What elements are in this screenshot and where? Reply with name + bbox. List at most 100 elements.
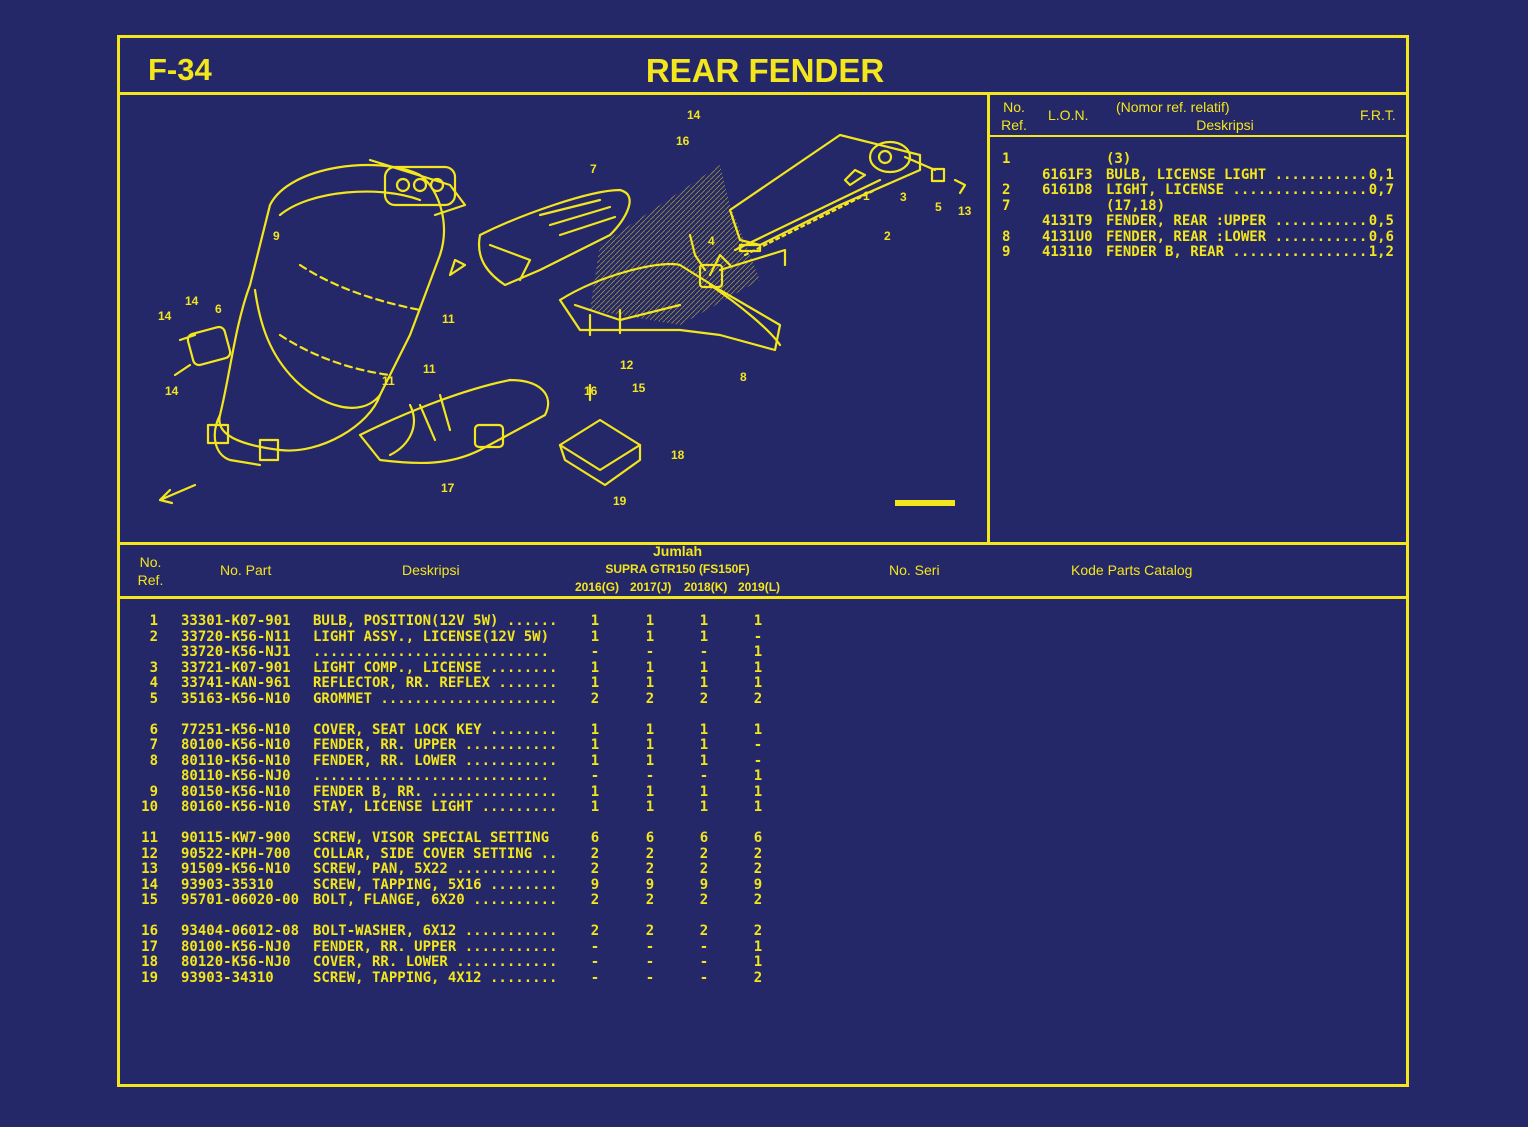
rt-desc: FENDER, REAR :UPPER ............ bbox=[1106, 214, 1366, 229]
row-qty: - bbox=[645, 645, 655, 660]
row-part-number: 80100-K56-N10 bbox=[181, 738, 291, 753]
rt-lon: 4131U0 bbox=[1042, 229, 1093, 245]
row-qty: 6 bbox=[590, 831, 600, 846]
row-qty: 2 bbox=[645, 893, 655, 908]
callout: 14 bbox=[687, 108, 701, 122]
row-qty: 1 bbox=[753, 800, 763, 815]
callout: 19 bbox=[613, 494, 627, 508]
mt-header-desk: Deskripsi bbox=[402, 562, 460, 578]
page-title: REAR FENDER bbox=[645, 52, 885, 89]
row-part-number: 80120-K56-NJ0 bbox=[181, 955, 291, 970]
row-qty: 1 bbox=[590, 660, 600, 676]
row-description: COVER, RR. LOWER ............ bbox=[313, 955, 558, 970]
row-part-number: 91509-K56-N10 bbox=[181, 862, 291, 877]
row-description: COLLAR, SIDE COVER SETTING .. bbox=[313, 846, 558, 862]
row-part-number: 33720-K56-N11 bbox=[181, 629, 291, 645]
rt-header-desk: (Nomor ref. relatif)Deskripsi bbox=[1116, 99, 1254, 133]
rt-desc: LIGHT, LICENSE .................. bbox=[1106, 183, 1366, 198]
license-light-stay bbox=[708, 133, 922, 277]
row-description: SCREW, TAPPING, 4X12 ........ bbox=[313, 970, 558, 986]
row-description: REFLECTOR, RR. REFLEX ....... bbox=[313, 676, 558, 691]
mt-header-kode: Kode Parts Catalog bbox=[1071, 562, 1193, 578]
row-qty: - bbox=[645, 769, 655, 784]
row-qty: 1 bbox=[590, 722, 600, 738]
callout: 15 bbox=[632, 381, 646, 395]
row-part-number: 80150-K56-N10 bbox=[181, 784, 291, 800]
row-ref: 6 bbox=[149, 722, 158, 738]
row-ref: 10 bbox=[141, 800, 158, 815]
rt-lon: 6161F3 bbox=[1042, 167, 1093, 183]
exploded-diagram: 1 2 3 4 5 6 7 8 9 11 11 11 12 13 14 14 1… bbox=[158, 108, 972, 508]
row-qty: 1 bbox=[699, 722, 709, 738]
row-qty: - bbox=[590, 645, 600, 660]
mt-header-seri: No. Seri bbox=[889, 562, 940, 578]
callout: 14 bbox=[165, 384, 179, 398]
rear-lower-cover bbox=[358, 378, 550, 465]
row-ref: 4 bbox=[149, 676, 158, 691]
callout: 1 bbox=[863, 189, 870, 203]
row-qty: 9 bbox=[699, 877, 709, 893]
row-part-number: 80160-K56-N10 bbox=[181, 800, 291, 815]
row-qty: 1 bbox=[645, 738, 655, 753]
row-qty: 1 bbox=[590, 738, 600, 753]
row-part-number: 33720-K56-NJ1 bbox=[181, 645, 291, 660]
rt-ref: 9 bbox=[1002, 245, 1011, 260]
rt-ref: 7 bbox=[1002, 198, 1011, 214]
row-qty: 1 bbox=[645, 722, 655, 738]
mt-header-part: No. Part bbox=[220, 562, 272, 578]
callout: 18 bbox=[671, 448, 685, 462]
rt-frt: 0,1 bbox=[1368, 167, 1394, 183]
row-qty: 1 bbox=[699, 629, 709, 645]
row-qty: 1 bbox=[699, 753, 709, 769]
row-description: BOLT-WASHER, 6X12 ........... bbox=[313, 924, 558, 939]
row-qty: 1 bbox=[699, 738, 709, 753]
rt-frt: 0,7 bbox=[1368, 183, 1394, 198]
seat-lock-cover bbox=[173, 325, 232, 377]
row-qty: 2 bbox=[590, 862, 600, 877]
row-qty: - bbox=[590, 955, 600, 970]
rt-lon: 6161D8 bbox=[1042, 183, 1093, 198]
row-description: SCREW, PAN, 5X22 ............ bbox=[313, 862, 558, 877]
row-description: ............................ bbox=[313, 645, 550, 660]
callout: 2 bbox=[884, 229, 891, 243]
row-description: FENDER, RR. UPPER ........... bbox=[313, 738, 558, 753]
row-ref: 17 bbox=[141, 939, 158, 955]
row-qty: 1 bbox=[645, 676, 655, 691]
row-description: BULB, POSITION(12V 5W) ...... bbox=[313, 614, 558, 629]
row-qty: - bbox=[645, 939, 655, 955]
callout-numbers: 1 2 3 4 5 6 7 8 9 11 11 11 12 13 14 14 1… bbox=[158, 108, 972, 508]
rt-header-divider bbox=[990, 135, 1409, 137]
row-ref: 9 bbox=[149, 784, 158, 800]
row-ref: 15 bbox=[141, 893, 158, 908]
callout: 14 bbox=[158, 309, 172, 323]
row-qty: 1 bbox=[590, 614, 600, 629]
row-qty: 1 bbox=[699, 784, 709, 800]
row-description: BOLT, FLANGE, 6X20 .......... bbox=[313, 893, 558, 908]
callout: 8 bbox=[740, 370, 747, 384]
callout: 12 bbox=[620, 358, 634, 372]
row-qty: 9 bbox=[753, 877, 763, 893]
mt-header-noref: No.Ref. bbox=[137, 554, 164, 588]
rt-lon: 413110 bbox=[1042, 245, 1093, 260]
mt-header-divider bbox=[117, 596, 1409, 599]
row-qty: 6 bbox=[753, 831, 763, 846]
rt-frt: 0,6 bbox=[1368, 229, 1394, 245]
row-ref: 2 bbox=[149, 629, 158, 645]
rt-ref: 8 bbox=[1002, 229, 1011, 245]
callout: 6 bbox=[215, 302, 222, 316]
row-qty: 2 bbox=[590, 691, 600, 707]
callout: 13 bbox=[958, 204, 972, 218]
callout: 9 bbox=[273, 229, 280, 243]
rt-header-frt: F.R.T. bbox=[1360, 107, 1396, 123]
row-qty: 1 bbox=[590, 629, 600, 645]
row-qty: - bbox=[590, 970, 600, 986]
row-description: LIGHT ASSY., LICENSE(12V 5W) bbox=[313, 629, 550, 645]
row-qty: 2 bbox=[753, 893, 763, 908]
row-description: ............................ bbox=[313, 769, 550, 784]
row-ref: 1 bbox=[149, 614, 158, 629]
row-qty: 9 bbox=[645, 877, 655, 893]
row-qty: 1 bbox=[753, 784, 763, 800]
row-qty: - bbox=[753, 738, 763, 753]
row-ref: 11 bbox=[141, 831, 158, 846]
hatched-region bbox=[590, 165, 760, 325]
